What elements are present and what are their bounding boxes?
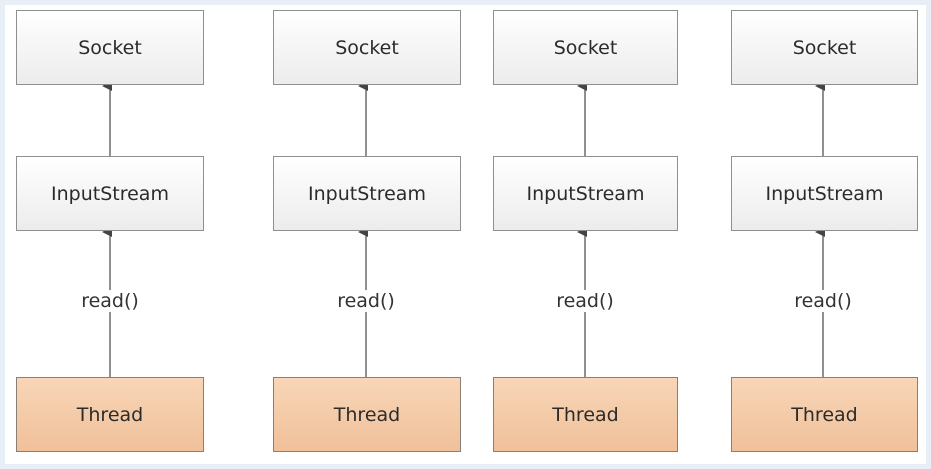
thread-label-4: Thread	[791, 403, 858, 426]
thread-label-2: Thread	[333, 403, 401, 426]
socket-label-3: Socket	[553, 36, 618, 59]
inputstream-box-1: InputStream	[16, 156, 204, 231]
read-call-label-3: read()	[540, 290, 630, 312]
inputstream-box-4: InputStream	[731, 156, 918, 231]
inputstream-label-1: InputStream	[51, 182, 169, 205]
socket-box-2: Socket	[273, 10, 461, 85]
socket-label-1: Socket	[78, 36, 142, 59]
socket-box-3: Socket	[493, 10, 678, 85]
socket-box-1: Socket	[16, 10, 204, 85]
read-call-label-4: read()	[778, 290, 868, 312]
thread-box-3: Thread	[493, 377, 678, 452]
thread-box-4: Thread	[731, 377, 918, 452]
thread-box-2: Thread	[273, 377, 461, 452]
socket-label-2: Socket	[335, 36, 399, 59]
thread-box-1: Thread	[16, 377, 204, 452]
socket-label-4: Socket	[792, 36, 857, 59]
inputstream-box-2: InputStream	[273, 156, 461, 231]
read-call-label-1: read()	[65, 290, 155, 312]
inputstream-label-2: InputStream	[308, 182, 426, 205]
thread-label-3: Thread	[552, 403, 619, 426]
thread-label-1: Thread	[76, 403, 144, 426]
inputstream-label-4: InputStream	[765, 182, 884, 205]
socket-box-4: Socket	[731, 10, 918, 85]
inputstream-label-3: InputStream	[526, 182, 645, 205]
read-call-label-2: read()	[321, 290, 411, 312]
inputstream-box-3: InputStream	[493, 156, 678, 231]
